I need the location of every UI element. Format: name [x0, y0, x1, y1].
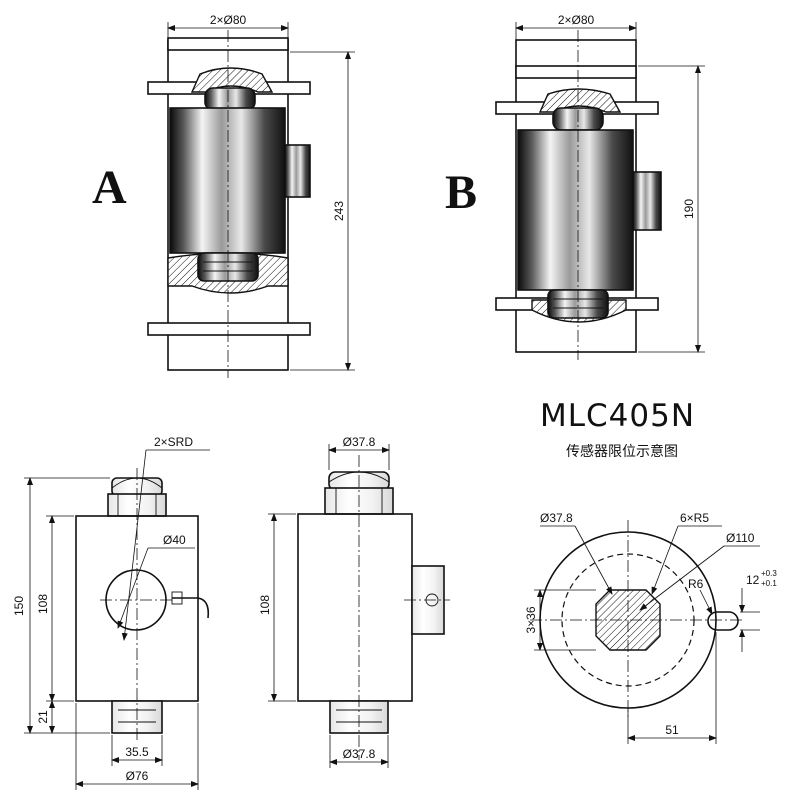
- view-top-dim-radius: 6×R5: [651, 511, 722, 595]
- view-b-load-cell: [517, 107, 662, 319]
- view-b: 2×Ø80 190 B: [445, 13, 705, 360]
- view-side: Ø37.8 108 Ø37.8: [258, 435, 450, 768]
- view-a-load-cell: [169, 87, 311, 282]
- view-side-dim-bottom: Ø37.8: [329, 735, 389, 768]
- view-a-dim-height-text: 243: [332, 201, 346, 221]
- view-top-dim-r6: R6: [688, 577, 713, 615]
- view-front-dim-body-dia: Ø76: [75, 703, 199, 790]
- figure-caption: 传感器限位示意图: [566, 443, 678, 460]
- view-side-dim-top-text: Ø37.8: [343, 435, 376, 449]
- view-front-dim-srd-text: 2×SRD: [154, 435, 193, 449]
- model-title: MLC405N: [540, 398, 695, 434]
- view-top-slot: [707, 611, 739, 631]
- view-front-dim-neck-text: 35.5: [125, 745, 149, 759]
- view-top-dim-slot-tol-lower: +0.1: [761, 579, 777, 588]
- view-front-dim-total-text: 150: [12, 596, 26, 616]
- view-side-dim-top: Ø37.8: [328, 435, 390, 470]
- view-top-dim-slot-tol-upper: +0.3: [761, 569, 777, 578]
- view-top: Ø37.8 6×R5 Ø110 R6 12 +0.3 +0.1: [524, 511, 777, 744]
- view-side-dim-bottom-text: Ø37.8: [343, 747, 376, 761]
- view-top-dim-r6-text: R6: [688, 577, 704, 591]
- view-side-dim-body: 108: [258, 513, 296, 702]
- view-side-dim-body-text: 108: [258, 595, 272, 615]
- view-top-dim-offset-text: 51: [665, 723, 679, 737]
- view-top-dim-offset: 51: [627, 632, 717, 744]
- view-front-dim-body-text: 108: [36, 594, 50, 614]
- view-front-cable: [172, 597, 210, 619]
- view-b-dim-top-text: 2×Ø80: [558, 13, 595, 27]
- view-a-dim-height: 243: [290, 51, 355, 371]
- view-top-dim-radius-text: 6×R5: [680, 511, 709, 525]
- view-front-dim-bottom: 21: [36, 700, 55, 734]
- view-front-dim-total: 150: [12, 477, 110, 734]
- view-a: 2×Ø80 243 A: [92, 13, 355, 378]
- view-top-dim-outer-text: Ø110: [726, 531, 755, 545]
- view-front-dim-srd: 2×SRD: [121, 435, 210, 641]
- view-top-dim-flats: 3×36: [524, 589, 596, 651]
- view-b-dim-diameter: 2×Ø80: [515, 13, 637, 66]
- view-front-dim-bottom-text: 21: [36, 710, 50, 724]
- view-front-dim-body-dia-text: Ø76: [126, 769, 149, 783]
- view-side-load-cell: [297, 471, 445, 734]
- view-top-dim-inner: Ø37.8: [540, 511, 613, 595]
- view-a-dim-diameter: 2×Ø80: [167, 13, 289, 38]
- view-top-dim-slot: 12 +0.3 +0.1: [739, 569, 777, 652]
- view-top-dim-flats-text: 3×36: [524, 606, 538, 633]
- view-front-dim-neck: 35.5: [111, 735, 163, 766]
- view-b-label: B: [445, 166, 477, 219]
- view-a-label: A: [92, 161, 127, 214]
- view-b-dim-height: 190: [638, 65, 705, 353]
- view-b-dim-height-text: 190: [682, 199, 696, 219]
- view-top-dim-outer: Ø110: [639, 531, 760, 611]
- view-front-dim-hole-text: Ø40: [163, 533, 186, 547]
- view-front: 2×SRD Ø40 150 108 21 35.5: [12, 435, 210, 790]
- view-front-dim-hole: Ø40: [117, 533, 195, 629]
- view-front-load-cell: [75, 477, 210, 734]
- view-top-dim-inner-text: Ø37.8: [540, 511, 573, 525]
- view-a-dim-top-text: 2×Ø80: [210, 13, 247, 27]
- view-front-dim-body: 108: [36, 515, 74, 702]
- view-top-dim-slot-text: 12: [746, 573, 760, 587]
